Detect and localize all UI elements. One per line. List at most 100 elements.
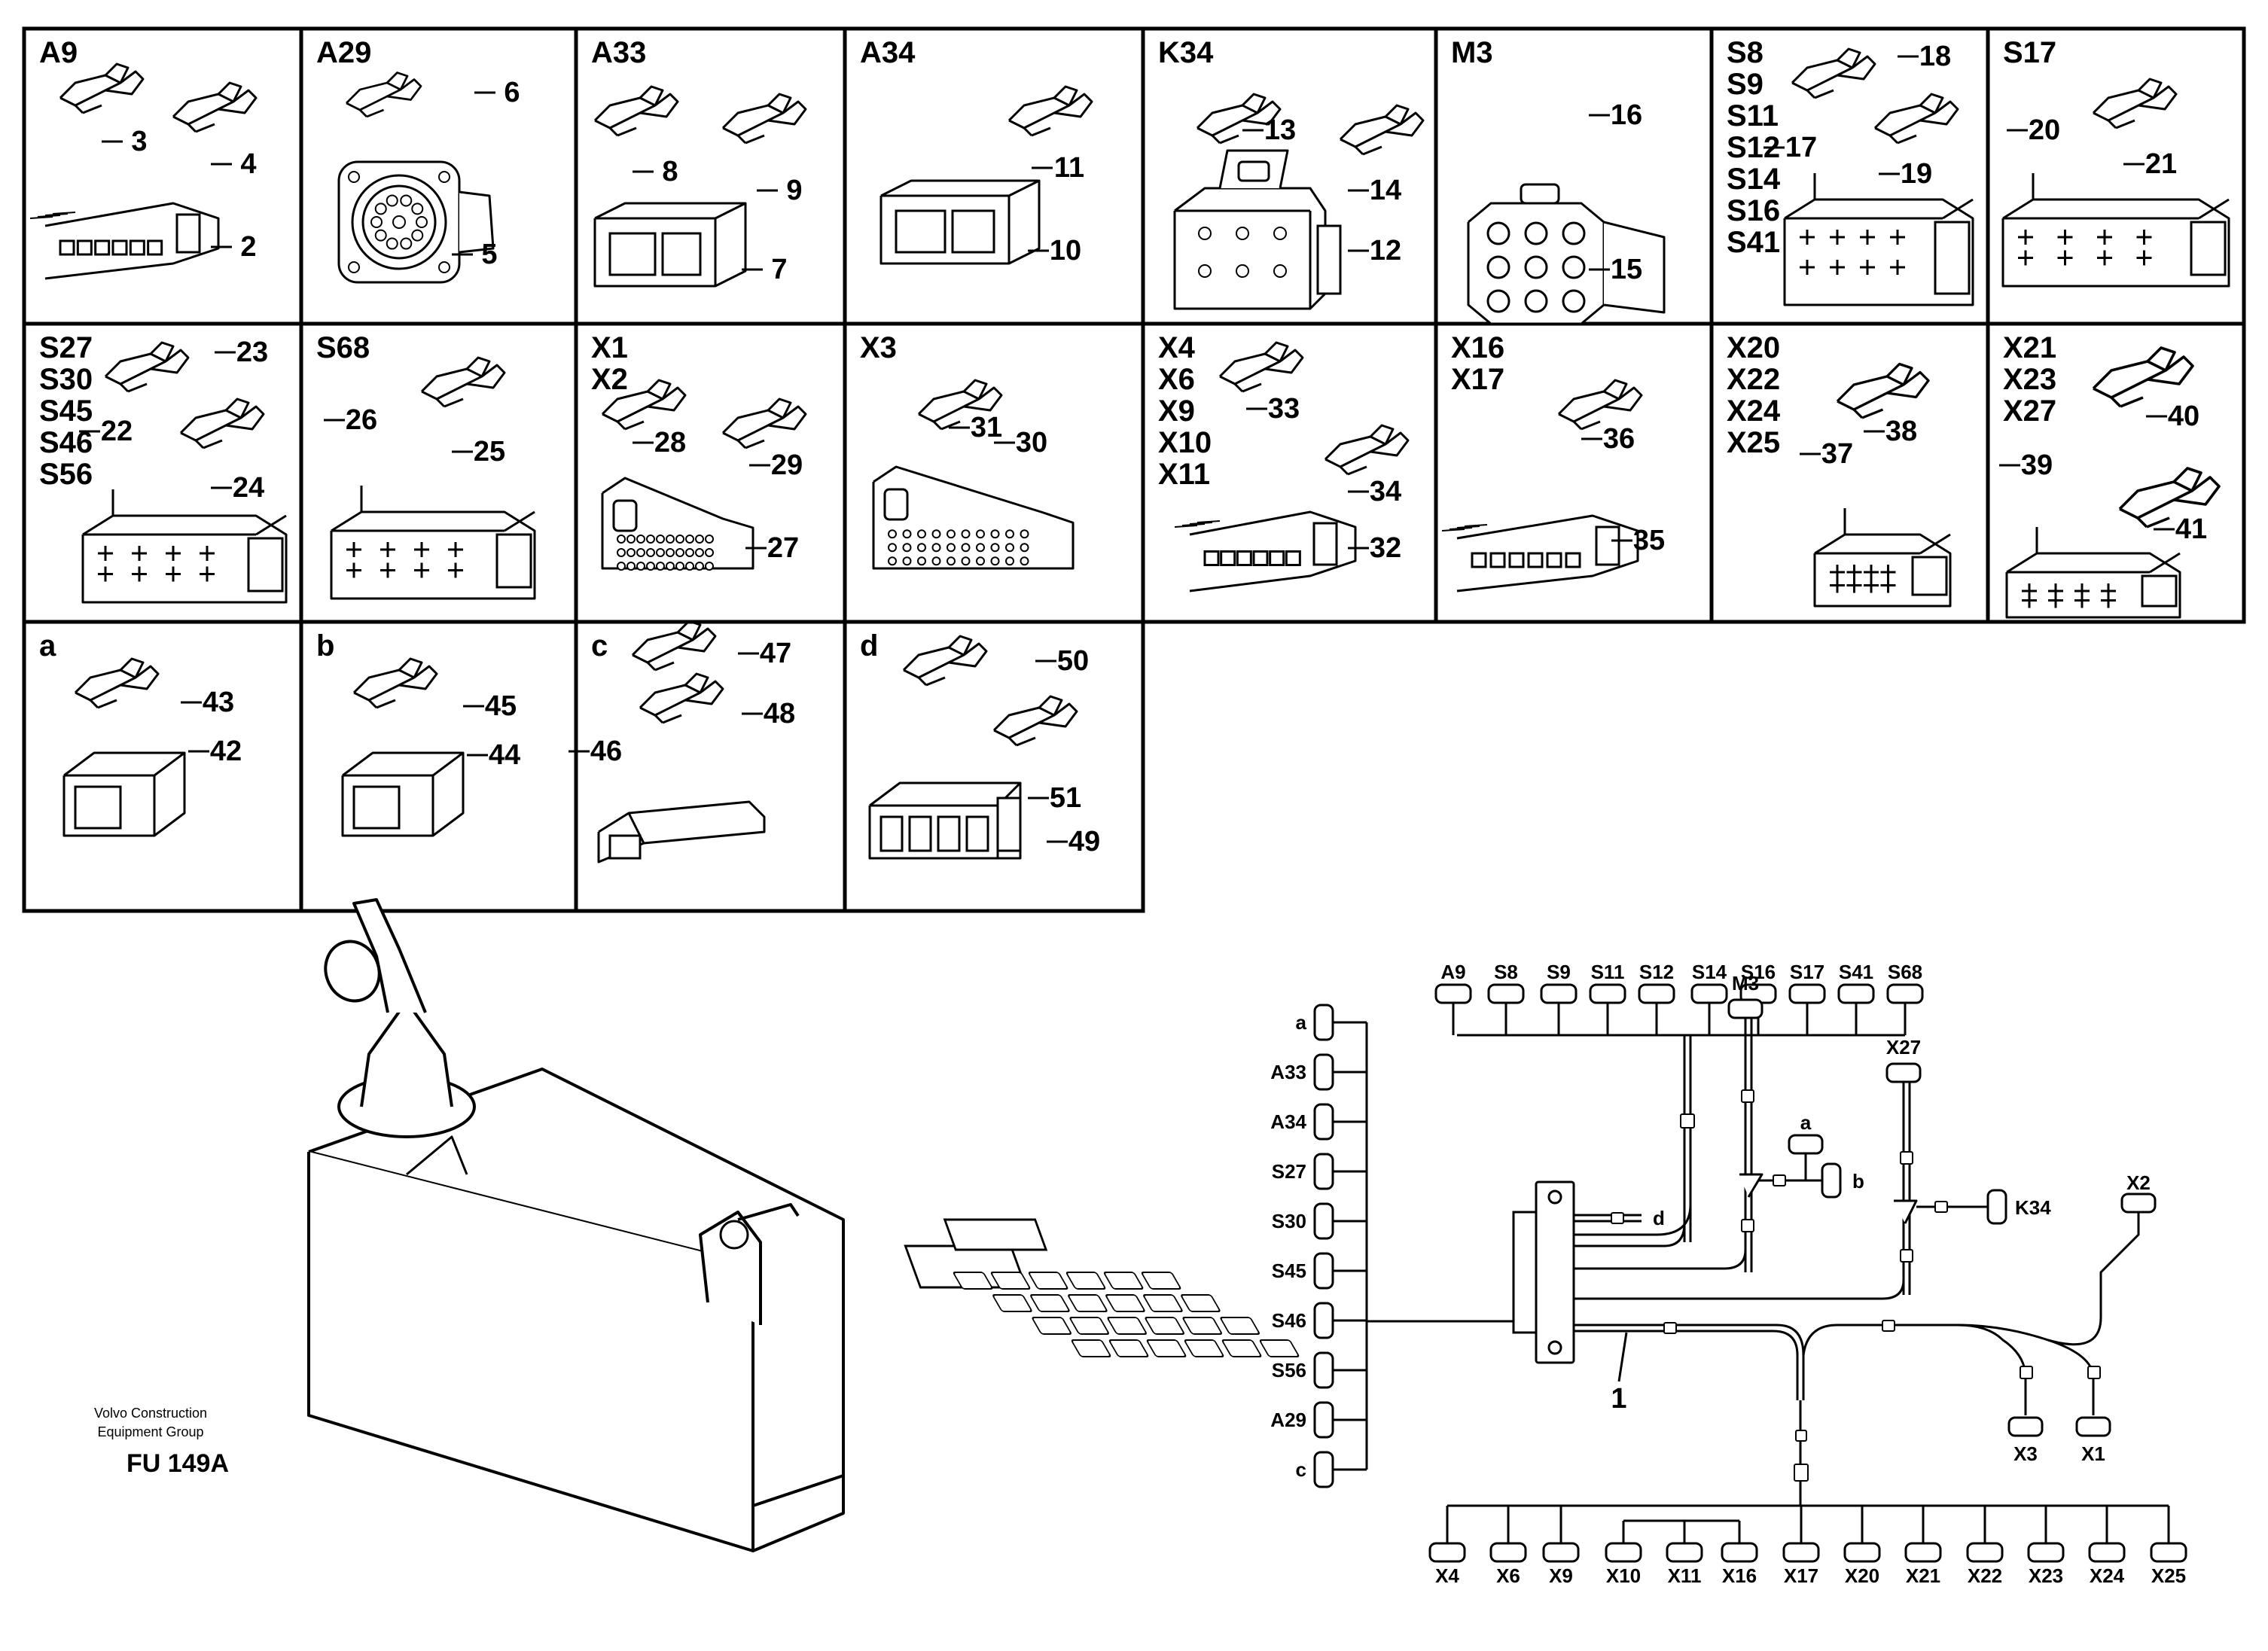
branch-connector-x2 [2120, 1193, 2157, 1214]
callout-46: 46 [590, 736, 622, 767]
splice [1900, 1249, 1913, 1263]
terminal-lead [736, 134, 747, 145]
terminal-pin [639, 672, 724, 724]
cell-label-s8: S8 [1727, 36, 1763, 69]
terminal-lead [736, 439, 747, 449]
terminal-lead [97, 699, 117, 709]
strip-cavity [1285, 550, 1301, 566]
top-connector-s17 [1788, 983, 1826, 1004]
console-front [307, 1152, 754, 1552]
terminal-pin [1218, 341, 1304, 393]
branch-label-m3: M3 [1732, 972, 1759, 995]
box-latch [996, 797, 1022, 852]
terminal-crimp [676, 620, 702, 641]
callout-35: 35 [1633, 525, 1665, 556]
clamp-hole [1547, 1190, 1562, 1205]
terminal-crimp [1264, 341, 1289, 362]
ecu-pin [656, 562, 665, 571]
round-pin [370, 216, 383, 228]
ecu-pin [646, 535, 655, 544]
left-connector-s30 [1313, 1202, 1334, 1240]
terminal-pin [59, 62, 145, 114]
callout-11: 11 [1054, 152, 1084, 184]
cell-label-x17: X17 [1451, 363, 1504, 396]
bottom-connector-x25 [2150, 1542, 2187, 1563]
top-connector-s9 [1540, 983, 1578, 1004]
terminal-tail [398, 665, 438, 690]
cell-label-x1: X1 [591, 331, 628, 364]
strip-cavity [94, 239, 111, 256]
bottom-connector-label-x10: X10 [1606, 1564, 1641, 1587]
terminal-pin [902, 635, 988, 687]
ecu-pin [685, 548, 694, 557]
strip-cavity [1508, 552, 1525, 568]
block-edge [1008, 179, 1040, 197]
cell-label-s16: S16 [1727, 194, 1780, 227]
terminal-pin [172, 81, 258, 133]
ecu-pin [902, 556, 912, 566]
housing-cavity [1236, 227, 1249, 240]
branch-label-x2: X2 [2126, 1171, 2151, 1194]
bottom-connector-x16 [1721, 1542, 1758, 1563]
terminal-pin [2092, 78, 2178, 129]
bottom-connector-label-x20: X20 [1845, 1564, 1879, 1587]
console-key [1107, 1317, 1147, 1335]
branch-junction [1894, 1199, 1918, 1224]
callout-5: 5 [481, 239, 497, 270]
switch-edge [255, 514, 287, 536]
console-key [1068, 1294, 1108, 1312]
terminal-lead [1007, 736, 1018, 747]
terminal-tail [1370, 431, 1410, 457]
terminal-tail [150, 349, 190, 374]
console-key [1032, 1317, 1072, 1335]
splice [1900, 1151, 1913, 1165]
cell-label-s17: S17 [2003, 36, 2056, 69]
bottom-connector-x9 [1542, 1542, 1580, 1563]
strip-dash [1464, 524, 1488, 527]
single-edge [154, 751, 185, 777]
callout-33: 33 [1268, 393, 1300, 425]
terminal-lead [1354, 145, 1364, 156]
strip-cavity [1546, 552, 1562, 568]
terminal-tail [1919, 100, 1959, 126]
branch-connector-x3 [2007, 1416, 2044, 1437]
callout-28: 28 [654, 427, 686, 458]
flat-connector [597, 800, 766, 864]
ecu-pin [675, 535, 684, 544]
ecu-body [872, 465, 1075, 570]
harness-clamp-side [1512, 1211, 1538, 1334]
branch-x2 [1957, 1212, 2140, 1346]
strip-dash [44, 213, 69, 216]
console-key [1221, 1339, 1262, 1357]
terminal-lead [203, 439, 223, 449]
terminal-crimp [217, 81, 242, 102]
terminal-lead [2107, 119, 2117, 129]
strip-cavity [1220, 550, 1236, 566]
bottom-connector-x21 [1904, 1542, 1942, 1563]
ecu-pin [990, 529, 1000, 539]
ecu-connector [601, 477, 754, 571]
flat-opening [608, 834, 642, 860]
branch-label-x1: X1 [2081, 1442, 2105, 1465]
ecu-pin [976, 529, 985, 539]
callout-10: 10 [1050, 235, 1081, 267]
strip-cavity [147, 239, 163, 256]
ecu-pin [931, 529, 941, 539]
cell-label-s27: S27 [39, 331, 93, 364]
terminal-pin [1196, 93, 1282, 145]
bottom-connector-x22 [1966, 1542, 2004, 1563]
ecu-pin [902, 543, 912, 553]
multi-side [1603, 221, 1666, 314]
terminal-tail [225, 405, 265, 431]
branch-label-b: b [1852, 1170, 1864, 1193]
ecu-pin [626, 535, 636, 544]
terminal-lead [82, 104, 102, 114]
console-edge [752, 1476, 845, 1552]
left-connector-a29 [1313, 1401, 1334, 1439]
connector-grid [22, 26, 2246, 913]
